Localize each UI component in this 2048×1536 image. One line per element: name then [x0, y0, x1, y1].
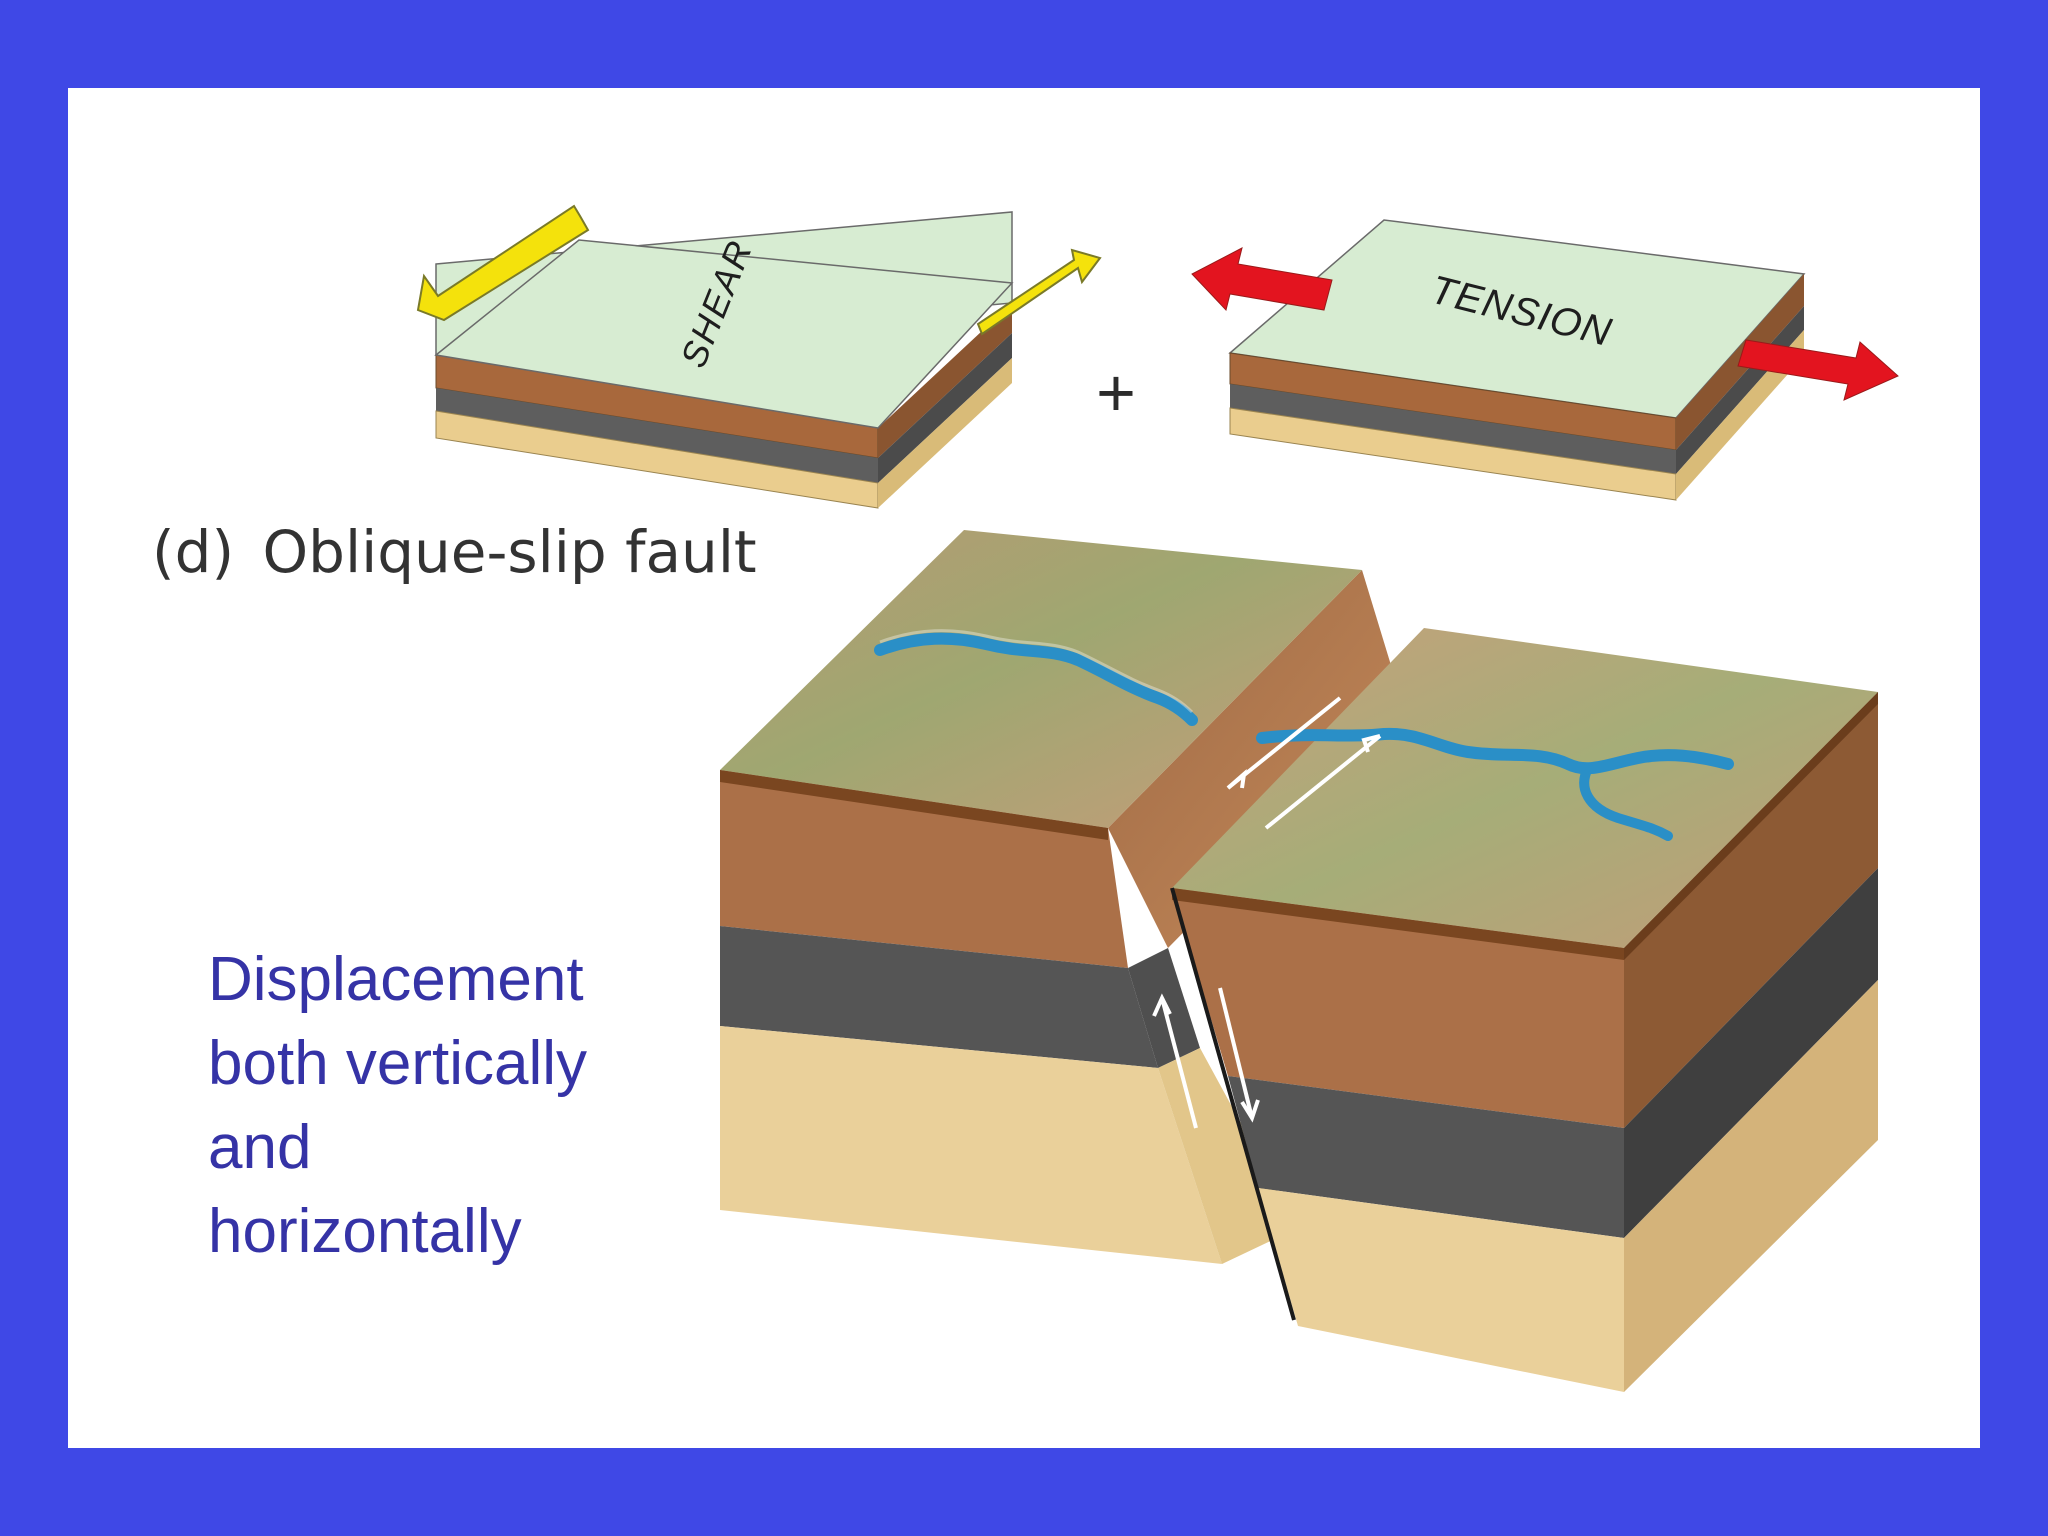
title-text: Oblique-slip fault: [263, 518, 757, 586]
shear-arrow-right: [976, 248, 1102, 336]
shear-block-front: [435, 354, 879, 509]
panel-label: (d): [152, 518, 234, 586]
right-block-front-face: [1172, 888, 1624, 1392]
tension-arrow-left: [1191, 247, 1333, 312]
plus-operator: +: [1096, 355, 1136, 431]
caption-line-1: Displacement: [208, 945, 584, 1014]
strike-slip-arrows: [1226, 696, 1382, 830]
caption-line-3: and: [208, 1113, 312, 1182]
shear-arrow-left: [416, 204, 590, 322]
tension-block: TENSION: [1191, 219, 1899, 501]
tension-arrow-right: [1737, 339, 1899, 401]
left-block-soil-edge: [720, 770, 1108, 840]
fault-trace: [1170, 887, 1296, 1321]
dip-slip-arrows: [1152, 987, 1260, 1129]
slide-panel: SHEAR + TENSION (d): [68, 88, 1980, 1448]
shear-top-surface: [434, 239, 1014, 429]
shear-block: SHEAR: [416, 204, 1102, 509]
figure-title: (d) Oblique-slip fault: [152, 518, 757, 586]
caption-text: Displacement both vertically and horizon…: [208, 938, 728, 1274]
caption-line-4: horizontally: [208, 1197, 522, 1266]
fault-block-diagram: [720, 530, 1878, 1392]
right-block-top-surface: [1172, 628, 1878, 948]
river-left-segment: [874, 632, 1198, 726]
caption-line-2: both vertically: [208, 1029, 588, 1098]
right-block-soil-edge: [1172, 888, 1624, 960]
shear-block-side: [878, 303, 1012, 508]
tension-block-front: [1229, 352, 1677, 501]
left-block-top-surface: [720, 530, 1362, 828]
river-tributary: [1579, 763, 1673, 841]
river-right-segment: [1256, 727, 1734, 775]
oblique-slip-fault-diagram: SHEAR + TENSION (d): [152, 204, 1899, 1392]
right-block-side-face: [1624, 692, 1878, 1392]
